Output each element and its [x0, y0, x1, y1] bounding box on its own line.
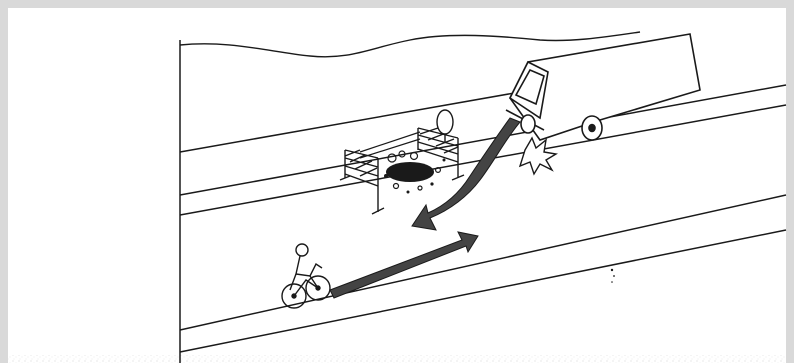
paper-left-edge: [0, 0, 8, 363]
scan-dot: [613, 275, 615, 277]
paper-top-edge: [0, 0, 794, 8]
scan-dot: [611, 281, 613, 283]
scan-dot: [611, 269, 613, 271]
paper-right-edge: [786, 0, 794, 363]
